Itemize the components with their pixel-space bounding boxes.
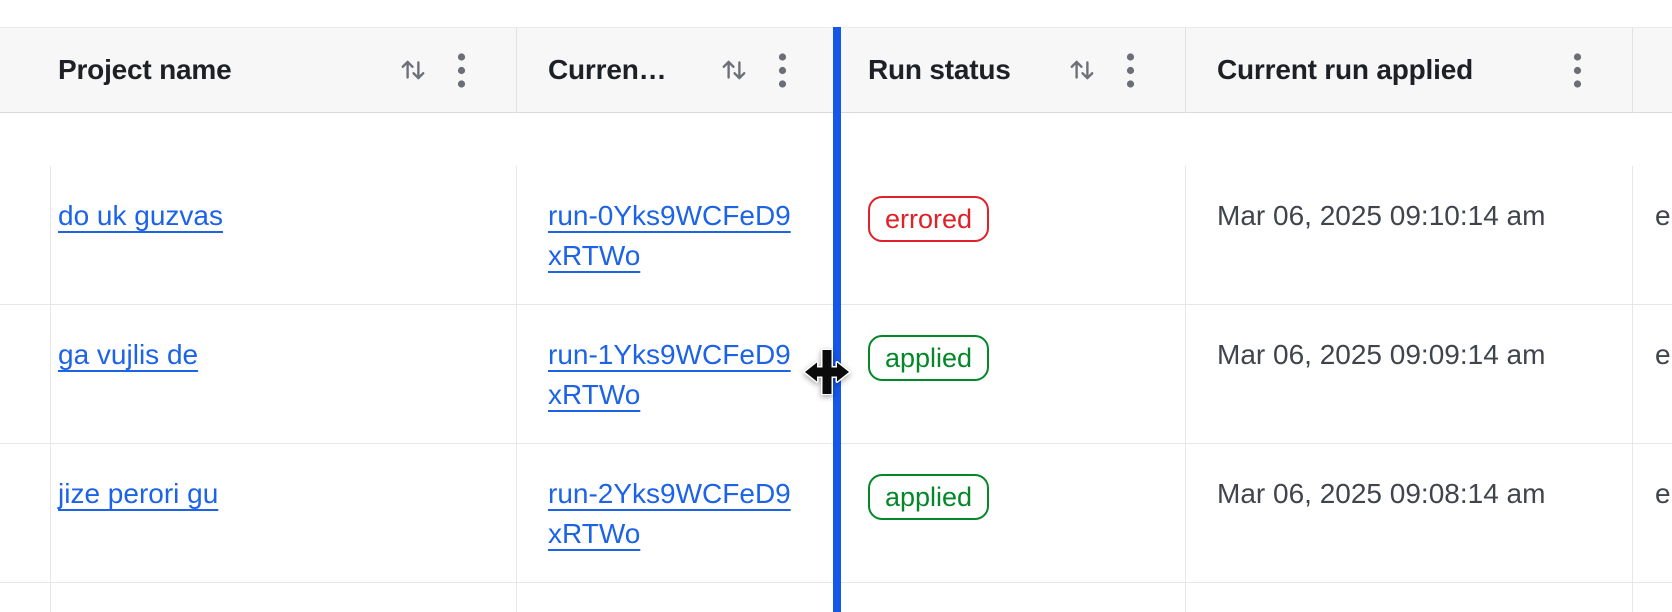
column-header-project-name: Project name — [28, 27, 517, 113]
status-badge: applied — [868, 474, 990, 520]
run-link[interactable]: run-1Yks9WCFeD9xRTWo — [548, 339, 791, 410]
run-applied-cell: Mar 06, 2025 09:09:14 am — [1186, 305, 1633, 444]
column-label: Run status — [868, 54, 1011, 85]
horizontal-resize-cursor-icon — [803, 348, 851, 400]
run-link[interactable]: run-2Yks9WCFeD9xRTWo — [548, 478, 791, 549]
project-name-cell: jize perori gu — [28, 444, 517, 583]
run-applied-cell: Mar 06, 2025 09:07:14 am — [1186, 583, 1633, 612]
run-applied-cell: Mar 06, 2025 09:10:14 am — [1186, 166, 1633, 305]
sort-arrows-icon[interactable] — [1067, 56, 1097, 84]
column-header-run-status: Run status — [838, 27, 1186, 113]
current-run-cell: run-1Yks9WCFeD9xRTWo — [517, 305, 838, 444]
current-run-cell: run-0Yks9WCFeD9xRTWo — [517, 166, 838, 305]
run-link[interactable]: run-0Yks9WCFeD9xRTWo — [548, 200, 791, 271]
current-run-cell: run-3Yks9WCFeD9xRTWo — [517, 583, 838, 612]
run-status-cell: errored — [838, 166, 1186, 305]
partial-text: e — [1655, 339, 1671, 370]
partial-text: e — [1655, 200, 1671, 231]
column-label: Project name — [58, 54, 232, 85]
spacer-cell — [0, 305, 51, 444]
status-badge: errored — [868, 196, 990, 242]
project-name-cell: do uk guzvas — [28, 166, 517, 305]
data-table: Project name Curren… — [0, 27, 1672, 612]
partial-cell: e — [1633, 583, 1672, 612]
run-status-cell: applied — [838, 444, 1186, 583]
kebab-menu-icon[interactable] — [775, 52, 789, 89]
spacer-cell — [0, 583, 51, 612]
applied-timestamp: Mar 06, 2025 09:09:14 am — [1217, 339, 1546, 370]
run-status-cell: applied — [838, 305, 1186, 444]
partial-cell: e — [1633, 166, 1672, 305]
column-label: Curren… — [548, 54, 667, 85]
applied-timestamp: Mar 06, 2025 09:08:14 am — [1217, 478, 1546, 509]
kebab-menu-icon[interactable] — [1570, 52, 1584, 89]
project-link[interactable]: ga vujlis de — [58, 339, 199, 370]
current-run-cell: run-2Yks9WCFeD9xRTWo — [517, 444, 838, 583]
project-name-cell: ga vujlis de — [28, 305, 517, 444]
column-header-current-run: Curren… — [517, 27, 838, 113]
project-link[interactable]: do uk guzvas — [58, 200, 223, 231]
run-applied-cell: Mar 06, 2025 09:08:14 am — [1186, 444, 1633, 583]
project-link[interactable]: jize perori gu — [58, 478, 219, 509]
run-status-cell: planned — [838, 583, 1186, 612]
partial-cell: e — [1633, 444, 1672, 583]
column-resize-indicator[interactable] — [833, 27, 841, 612]
kebab-menu-icon[interactable] — [454, 52, 468, 89]
project-name-cell: jokbopu vipsu umbi — [28, 583, 517, 612]
sort-arrows-icon[interactable] — [398, 56, 428, 84]
column-label: Current run applied — [1217, 54, 1473, 85]
column-header-current-run-applied: Current run applied — [1186, 27, 1633, 113]
spacer-cell — [0, 444, 51, 583]
kebab-menu-icon[interactable] — [1123, 52, 1137, 89]
column-header-partial: V — [1633, 27, 1672, 113]
status-badge: applied — [868, 335, 990, 381]
partial-cell: e — [1633, 305, 1672, 444]
spacer-cell — [0, 166, 51, 305]
sort-arrows-icon[interactable] — [719, 56, 749, 84]
applied-timestamp: Mar 06, 2025 09:10:14 am — [1217, 200, 1546, 231]
partial-text: e — [1655, 478, 1671, 509]
